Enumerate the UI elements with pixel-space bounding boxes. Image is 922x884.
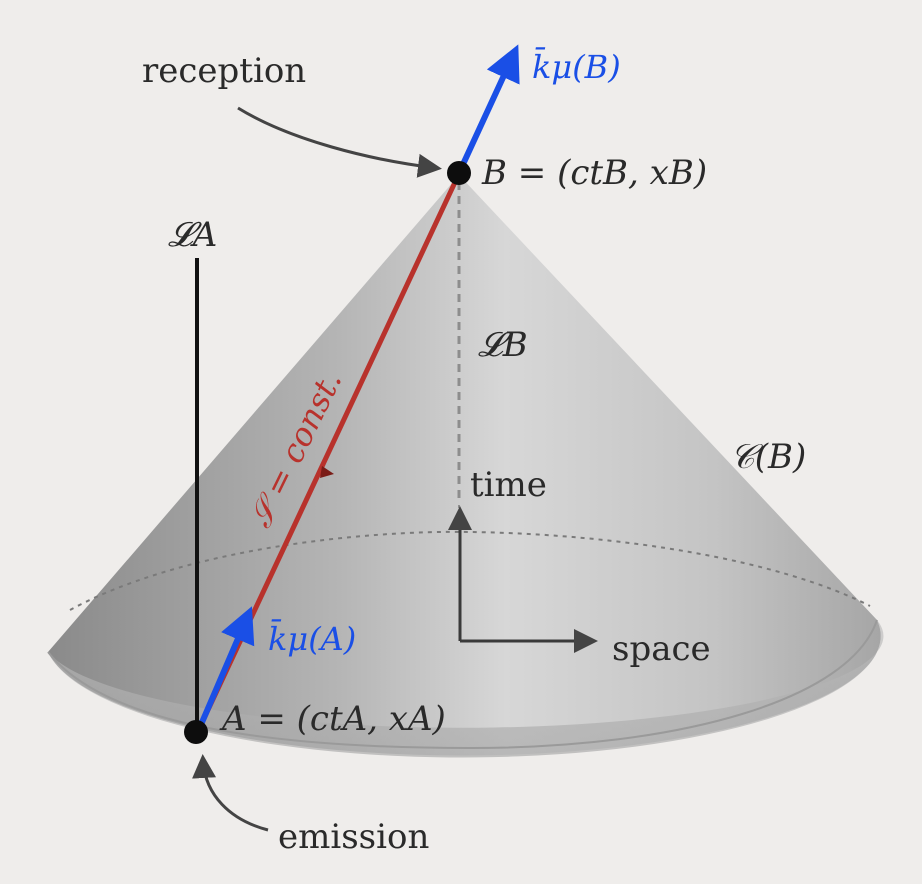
wave-vector-b-label: k̄μ(B) bbox=[532, 47, 621, 86]
event-a-label: A = (ctA, xA) bbox=[219, 699, 446, 739]
null-ray-direction-icon bbox=[320, 466, 334, 478]
emission-label: emission bbox=[278, 817, 429, 857]
event-b-point bbox=[447, 161, 471, 185]
reception-pointer bbox=[237, 106, 442, 178]
space-label: space bbox=[612, 629, 711, 669]
emission-pointer bbox=[192, 754, 269, 832]
reception-label: reception bbox=[142, 51, 306, 91]
worldline-b-label: 𝓛B bbox=[478, 325, 528, 365]
time-label: time bbox=[470, 465, 547, 505]
light-cone-base bbox=[48, 620, 884, 758]
event-a-point bbox=[184, 720, 208, 744]
event-b-label: B = (ctB, xB) bbox=[481, 153, 707, 193]
worldline-a-label: 𝓛A bbox=[168, 215, 217, 255]
wave-vector-a-label: k̄μ(A) bbox=[268, 619, 356, 658]
wave-vector-b-arrow bbox=[456, 44, 520, 175]
cone-label: 𝒞(B) bbox=[730, 437, 806, 477]
wave-vector-a-arrow bbox=[197, 606, 255, 729]
cone-base-front-rim bbox=[47, 619, 878, 750]
